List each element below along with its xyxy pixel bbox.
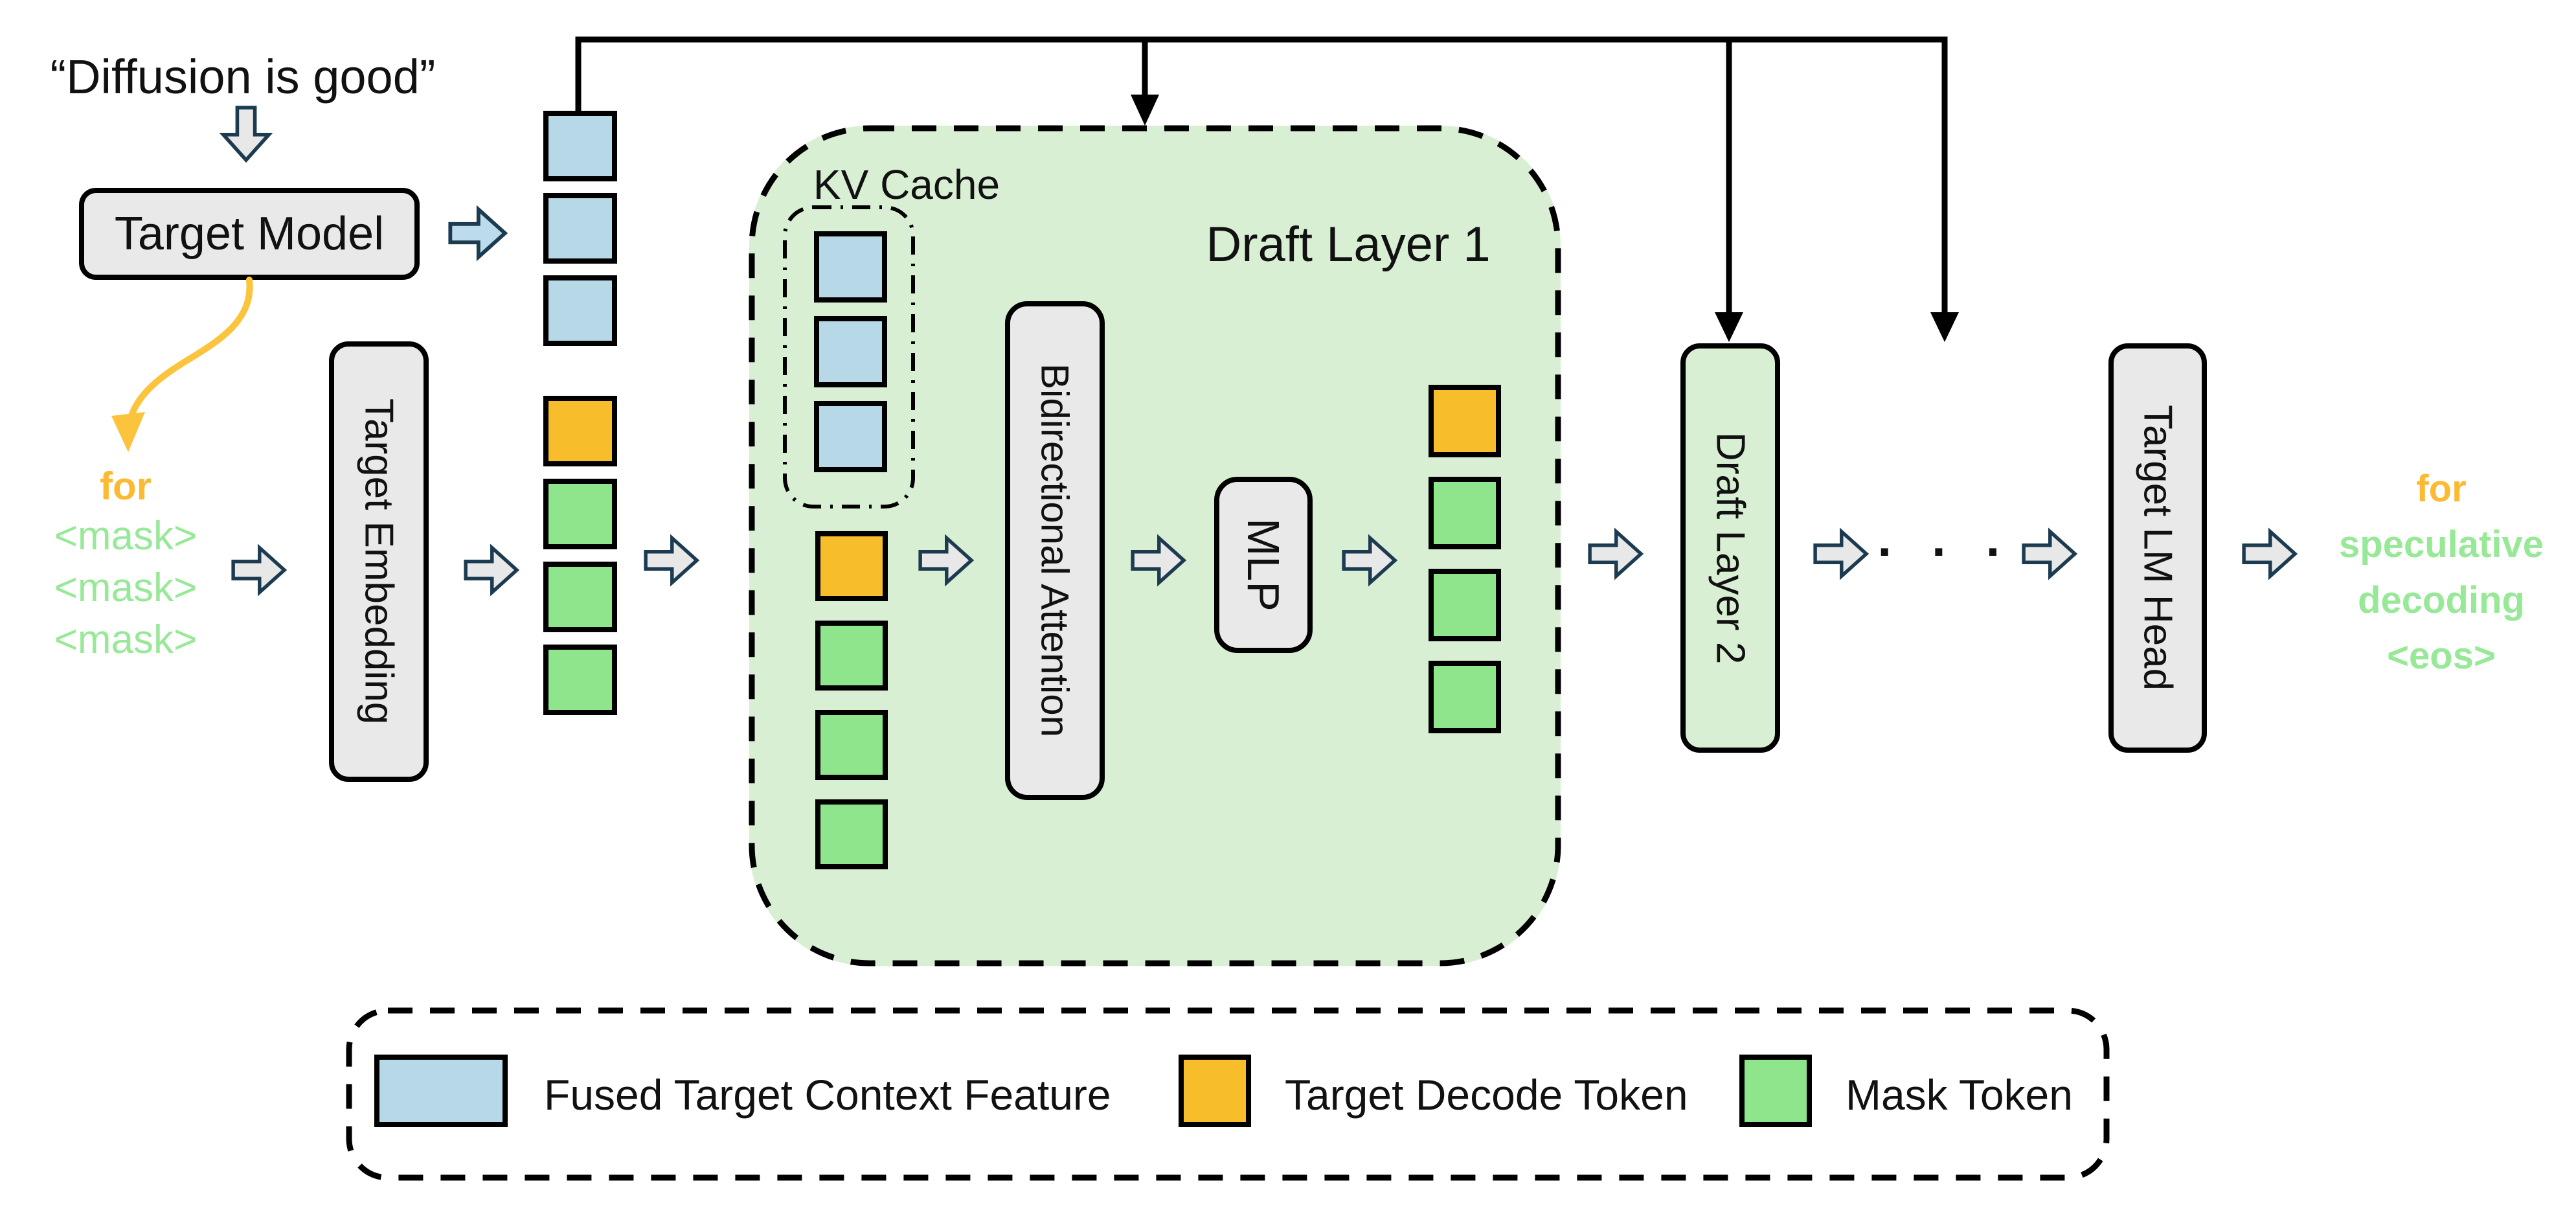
flow-arrow-icon <box>1131 534 1187 587</box>
legend-swatch-fused-context <box>374 1055 508 1127</box>
bidirectional-attention-label: Bidirectional Attention <box>1033 363 1077 738</box>
token-blue <box>543 193 617 264</box>
ellipsis-dots: · · · <box>1877 523 2015 580</box>
draft-output-column <box>1429 385 1501 733</box>
flow-arrow-icon <box>1813 527 1870 580</box>
flow-arrow-icon <box>231 543 288 597</box>
curved-arrow <box>126 277 253 427</box>
token-blue <box>814 401 887 472</box>
legend-swatch-decode-token <box>1179 1055 1251 1127</box>
legend-label: Mask Token <box>1846 1071 2073 1119</box>
arrowhead-icon <box>1715 312 1743 342</box>
target-lm-head-label: Target LM Head <box>2135 405 2180 691</box>
output-decoding-text: decoding <box>2358 579 2525 621</box>
mask-token-text: <mask> <box>54 514 198 558</box>
token-green <box>1429 569 1501 641</box>
target-embedding-box: Target Embedding <box>329 341 429 782</box>
token-green <box>815 710 888 780</box>
kv-cache-column <box>814 231 887 472</box>
token-green <box>543 645 617 715</box>
mask-token-text: <mask> <box>54 617 198 662</box>
embedded-token-column <box>543 396 617 715</box>
token-green <box>1429 661 1501 733</box>
flow-arrow-icon <box>464 543 520 597</box>
token-blue <box>543 111 617 181</box>
draft-layer-1-label: Draft Layer 1 <box>1206 217 1491 272</box>
flow-arrow-icon <box>1588 527 1644 580</box>
bidirectional-attention-box: Bidirectional Attention <box>1005 301 1105 800</box>
target-embedding-label: Target Embedding <box>356 398 401 725</box>
output-text-block: for speculative decoding <eos> <box>2302 461 2576 684</box>
token-orange <box>815 531 888 601</box>
draft-layer-2-box: Draft Layer 2 <box>1680 343 1780 753</box>
draft-layer-2-label: Draft Layer 2 <box>1708 431 1753 665</box>
flow-arrow-icon <box>644 534 700 587</box>
target-model-box: Target Model <box>79 188 420 280</box>
output-for-text: for <box>2416 468 2467 510</box>
flow-arrow-icon <box>918 534 975 587</box>
mask-token-text: <mask> <box>54 566 198 610</box>
legend-label: Target Decode Token <box>1285 1071 1688 1119</box>
token-green <box>543 562 617 632</box>
kv-cache-label: KV Cache <box>813 161 1000 208</box>
token-blue <box>814 231 887 303</box>
draft-input-column <box>815 531 888 869</box>
token-green <box>815 621 888 691</box>
target-model-label: Target Model <box>114 208 385 260</box>
token-green <box>1429 477 1501 549</box>
flow-arrow-icon <box>2022 527 2078 580</box>
prompt-down-arrow-icon <box>219 106 273 163</box>
mlp-box: MLP <box>1214 477 1313 653</box>
token-green <box>815 799 888 869</box>
output-speculative-text: speculative <box>2339 523 2544 566</box>
token-orange <box>1429 385 1501 457</box>
arrowhead-icon <box>1131 95 1159 126</box>
token-blue <box>814 316 887 387</box>
arrowhead-icon <box>1930 312 1959 342</box>
legend-label: Fused Target Context Feature <box>544 1071 1111 1119</box>
target-lm-head-box: Target LM Head <box>2108 343 2207 753</box>
target-model-flow-arrow-icon <box>448 205 508 262</box>
mlp-label: MLP <box>1238 518 1289 612</box>
flow-arrow-icon <box>1342 534 1398 587</box>
token-blue <box>543 275 617 346</box>
legend-swatch-mask-token <box>1739 1055 1812 1127</box>
context-feature-column <box>543 111 617 346</box>
token-orange <box>543 396 617 466</box>
flow-arrow-icon <box>2242 527 2298 580</box>
curved-arrowhead-icon <box>111 412 145 452</box>
draft-input-for-text: for <box>100 464 152 508</box>
token-green <box>543 479 617 549</box>
output-eos-text: <eos> <box>2387 635 2496 677</box>
input-prompt-text: “Diffusion is good” <box>50 50 436 104</box>
